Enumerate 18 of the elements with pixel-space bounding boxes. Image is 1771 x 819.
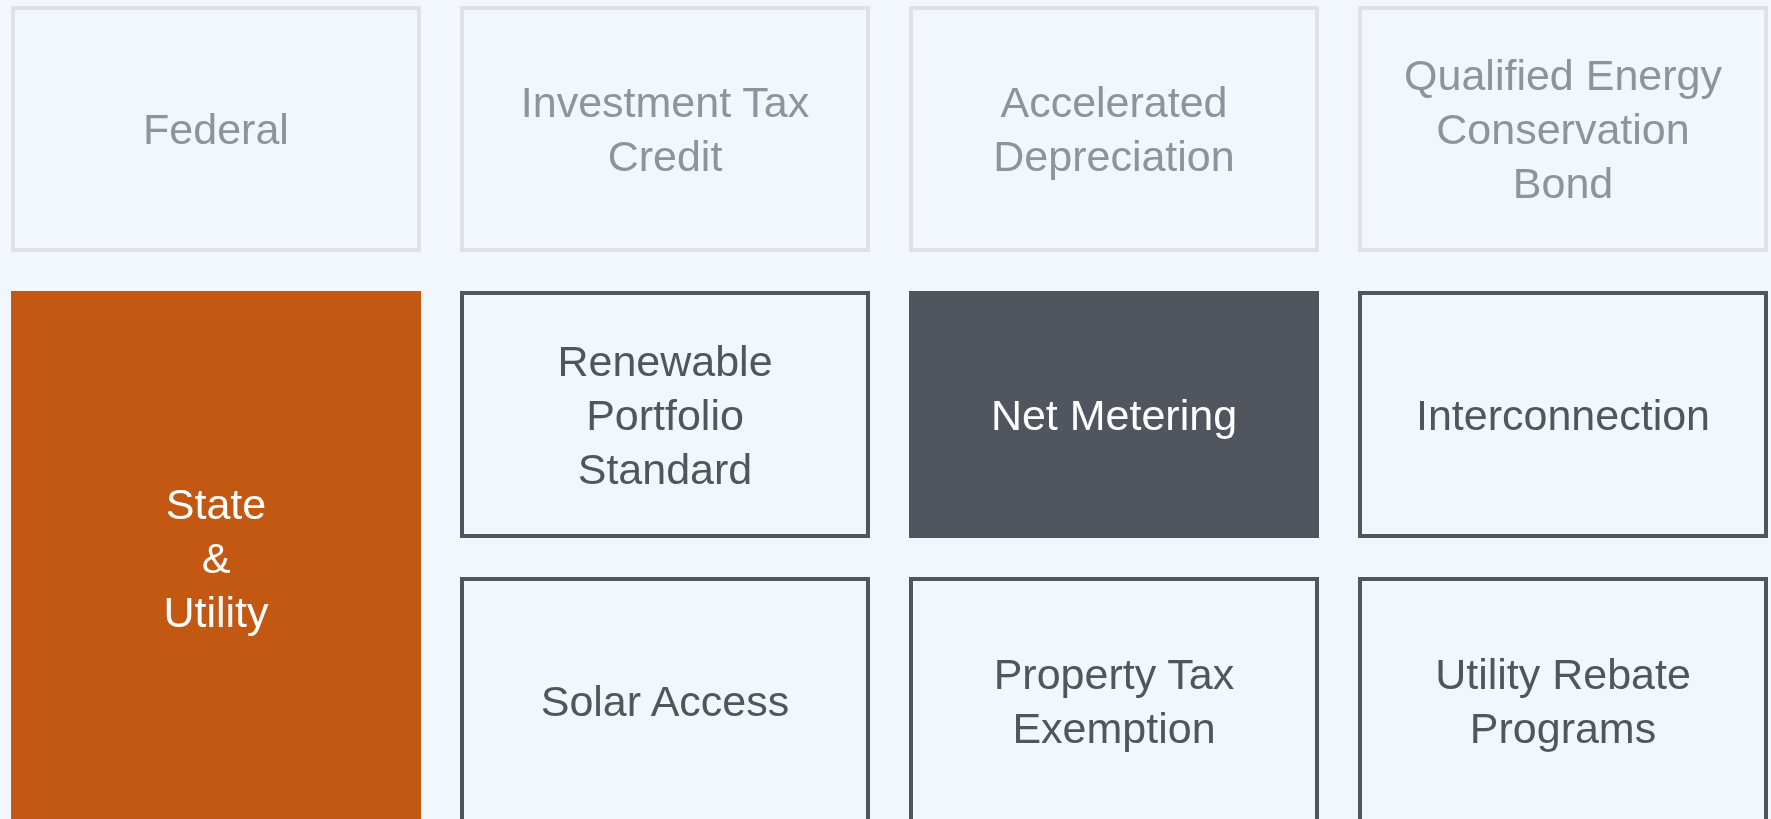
policy-box xyxy=(909,291,1319,538)
policy-label: Accelerated Depreciation xyxy=(992,77,1236,182)
policy-box xyxy=(1358,577,1768,819)
policy-label: Investment Tax Credit xyxy=(519,77,811,182)
policy-box xyxy=(460,291,870,538)
policy-label: Property Tax Exemption xyxy=(992,648,1236,754)
policy-label: Interconnection xyxy=(1416,389,1710,441)
policy-label: Federal xyxy=(143,104,289,155)
policy-box xyxy=(1358,291,1768,538)
policy-label: Qualified Energy Conservation Bond xyxy=(1403,50,1723,209)
policy-label: Solar Access xyxy=(540,675,790,727)
policy-box xyxy=(11,291,421,819)
policy-label: State & Utility xyxy=(163,478,269,638)
policy-box xyxy=(909,577,1319,819)
policy-label: Utility Rebate Programs xyxy=(1434,648,1692,754)
policy-label: Net Metering xyxy=(990,389,1238,441)
policy-box xyxy=(460,577,870,819)
policy-label: Renewable Portfolio Standard xyxy=(556,335,774,495)
